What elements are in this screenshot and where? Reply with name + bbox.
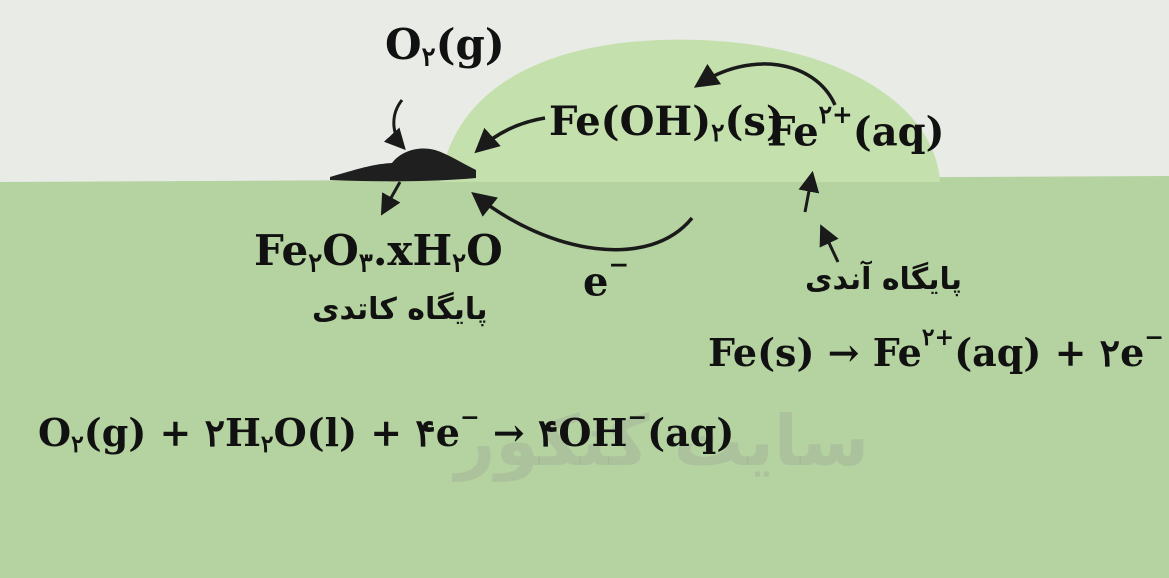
- electron-label: e−: [583, 250, 629, 305]
- oxygen-label: O۲(g): [385, 20, 505, 73]
- oxygen-arrow: [394, 100, 403, 147]
- rust-formula-label: Fe۲O۳.xH۲O: [254, 226, 503, 279]
- anode-half-reaction: Fe(s) → Fe۲+(aq) + ۲e−: [708, 323, 1164, 375]
- ferrous-ion-label: Fe۲+(aq): [767, 100, 945, 155]
- anode-site-label: پایگاه آندی: [805, 262, 962, 297]
- iron-surface: [0, 176, 1169, 578]
- cathode-site-label: پایگاه کاتدی: [312, 292, 487, 327]
- cathode-half-reaction: O۲(g) + ۲H۲O(l) + ۴e− → ۴OH−(aq): [38, 403, 734, 458]
- iron-hydroxide-label: Fe(OH)۲(s): [549, 98, 785, 147]
